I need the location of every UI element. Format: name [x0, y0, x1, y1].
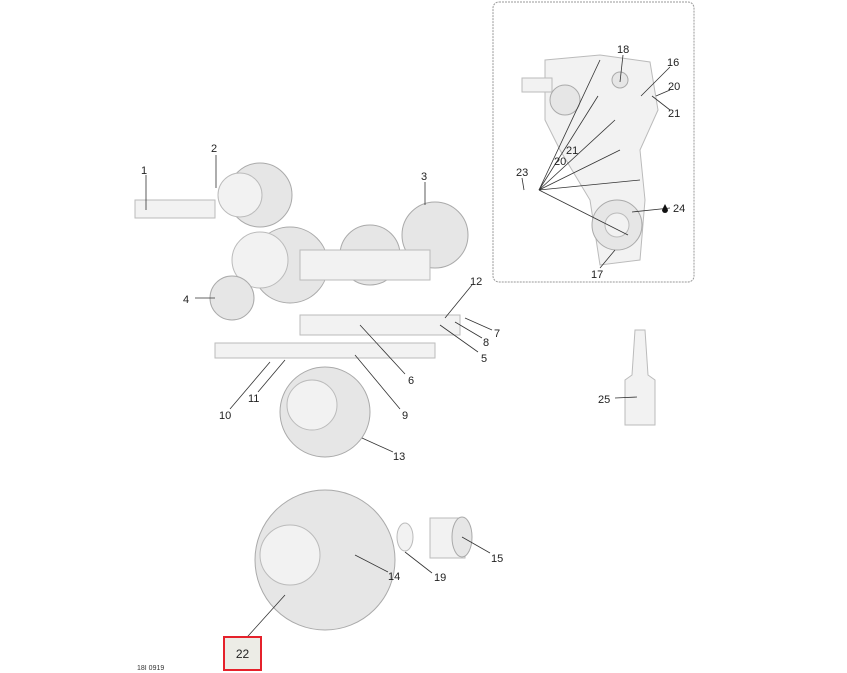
callout-4: 4 — [183, 294, 189, 306]
gearbox-housing-drawing — [521, 54, 659, 266]
gear-train-drawing — [134, 162, 656, 631]
callout-5: 5 — [481, 353, 487, 365]
callout-21-left: 21 — [566, 145, 578, 157]
callout-20-right: 20 — [668, 81, 680, 93]
inset-frame — [492, 1, 695, 283]
callout-23: 23 — [516, 167, 528, 179]
callout-12: 12 — [470, 276, 482, 288]
callout-18: 18 — [617, 44, 629, 56]
callout-15: 15 — [491, 553, 503, 565]
callout-3: 3 — [421, 171, 427, 183]
callout-19: 19 — [434, 572, 446, 584]
callout-8: 8 — [483, 337, 489, 349]
callout-14: 14 — [388, 571, 400, 583]
callout-9: 9 — [402, 410, 408, 422]
callout-1: 1 — [141, 165, 147, 177]
callout-25: 25 — [598, 394, 610, 406]
callout-16: 16 — [667, 57, 679, 69]
callout-10: 10 — [219, 410, 231, 422]
callout-22-highlighted[interactable]: 22 — [223, 636, 262, 671]
inset-leaders — [521, 54, 671, 269]
callout-24: 24 — [673, 203, 685, 215]
callout-21-right: 21 — [668, 108, 680, 120]
callout-6: 6 — [408, 375, 414, 387]
callout-17: 17 — [591, 269, 603, 281]
callout-13: 13 — [393, 451, 405, 463]
drawing-code: 18I 0919 — [137, 665, 165, 672]
callout-11: 11 — [248, 393, 259, 405]
oil-drop-icon — [662, 204, 668, 213]
callout-2: 2 — [211, 143, 217, 155]
callout-7: 7 — [494, 328, 500, 340]
callout-20-left: 20 — [554, 156, 566, 168]
oil-bottle — [624, 329, 656, 426]
